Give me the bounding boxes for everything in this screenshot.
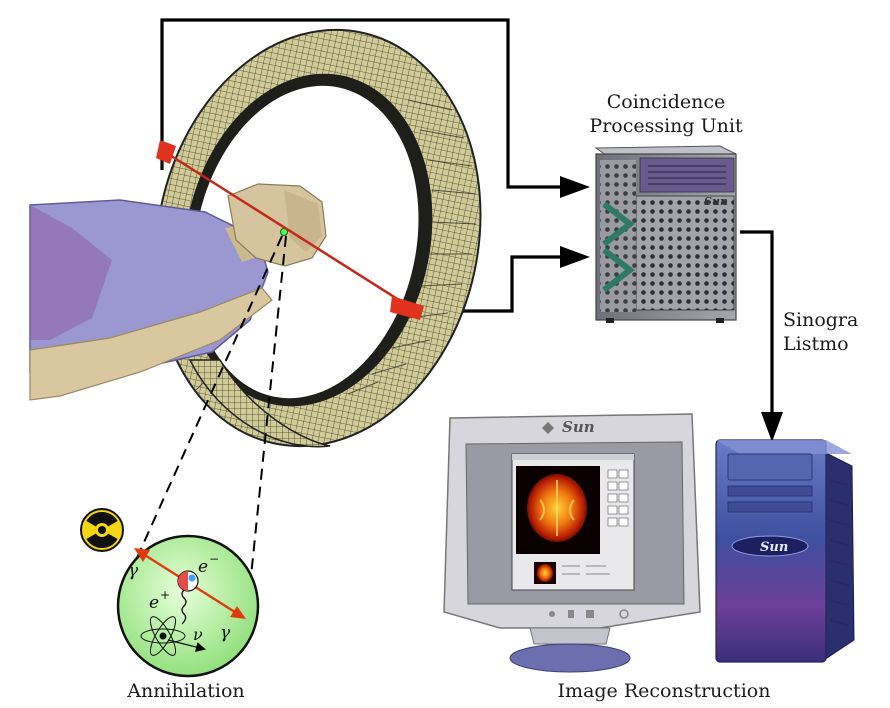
- detector-hit-top: [156, 140, 176, 164]
- line-of-response: [156, 140, 424, 320]
- arrowhead-workstation: [761, 412, 783, 442]
- arrowhead-top: [560, 176, 590, 198]
- signal-wires: [160, 18, 783, 442]
- monitor-buttons: [549, 609, 629, 619]
- server-logo: Sun: [704, 195, 728, 208]
- arrowhead-bottom: [560, 246, 590, 268]
- ring-front-lower-rim: [188, 359, 331, 448]
- patient-arm: [29, 287, 273, 401]
- patient-face-shade: [284, 190, 322, 252]
- label-image-reconstruction: Image Reconstruction: [558, 680, 771, 702]
- tower-logo: Sun: [760, 540, 788, 555]
- monitor-logo: Sun: [562, 418, 595, 436]
- server-upper-panel: [639, 157, 735, 193]
- gamma-arrow-top: [134, 548, 150, 562]
- tower-top: [716, 440, 852, 454]
- monitor-neck: [529, 627, 611, 645]
- workstation-monitor: Sun: [443, 413, 701, 673]
- server-upper-slots: [648, 165, 726, 185]
- diagram-labels: Coincidence Processing Unit Sinogra List…: [126, 91, 858, 702]
- patient-torso-shade: [30, 205, 112, 340]
- annihilation-inset: γ γ e − e + ν: [116, 534, 260, 678]
- zoom-lines: [135, 235, 287, 587]
- electron-dot: [188, 574, 196, 582]
- label-coincidence: Coincidence: [607, 91, 726, 113]
- tower-badge: [731, 535, 809, 557]
- radiation-hazard-icon: [80, 508, 124, 552]
- label-listmode: Listmo: [783, 333, 849, 355]
- neutrino-arrow: [167, 639, 206, 652]
- positron-sign: +: [160, 588, 170, 602]
- server-grille: [635, 195, 735, 311]
- workstation-tower: Sun: [715, 439, 855, 663]
- label-annihilation: Annihilation: [126, 680, 244, 702]
- neutrino-label: ν: [193, 625, 203, 644]
- electron-sign: −: [209, 552, 219, 566]
- detector-hit-bottom: [390, 296, 424, 320]
- positron-half: [178, 571, 188, 591]
- atom-icon: [140, 616, 186, 656]
- tower-bay-2: [727, 485, 813, 497]
- server-side-chevrons: [602, 201, 635, 293]
- label-sinogram: Sinogra: [783, 309, 858, 331]
- label-processing-unit: Processing Unit: [589, 115, 743, 137]
- wire-top-to-processor: [160, 18, 585, 189]
- screen-toolbar: [607, 469, 629, 527]
- tower-vents: [829, 479, 851, 627]
- positron-track: [181, 589, 187, 625]
- gamma-label-top: γ: [128, 561, 139, 581]
- lor-line: [164, 150, 419, 314]
- screen-titlebar: [512, 454, 634, 460]
- patient: [29, 183, 327, 401]
- wire-bottom-to-processor: [418, 255, 585, 313]
- gamma-arrow-bottom: [230, 606, 246, 619]
- electron-label: e: [198, 557, 208, 577]
- tower-bay-1: [727, 453, 813, 481]
- screen-text-lines: [562, 565, 610, 575]
- coincidence-processing-server: Sun: [594, 145, 737, 323]
- tower-bay-3: [727, 501, 813, 513]
- wire-processor-to-workstation: [740, 230, 774, 420]
- monitor-stand: [509, 643, 631, 673]
- gamma-label-bottom: γ: [220, 623, 231, 643]
- positron-label: e: [149, 593, 159, 613]
